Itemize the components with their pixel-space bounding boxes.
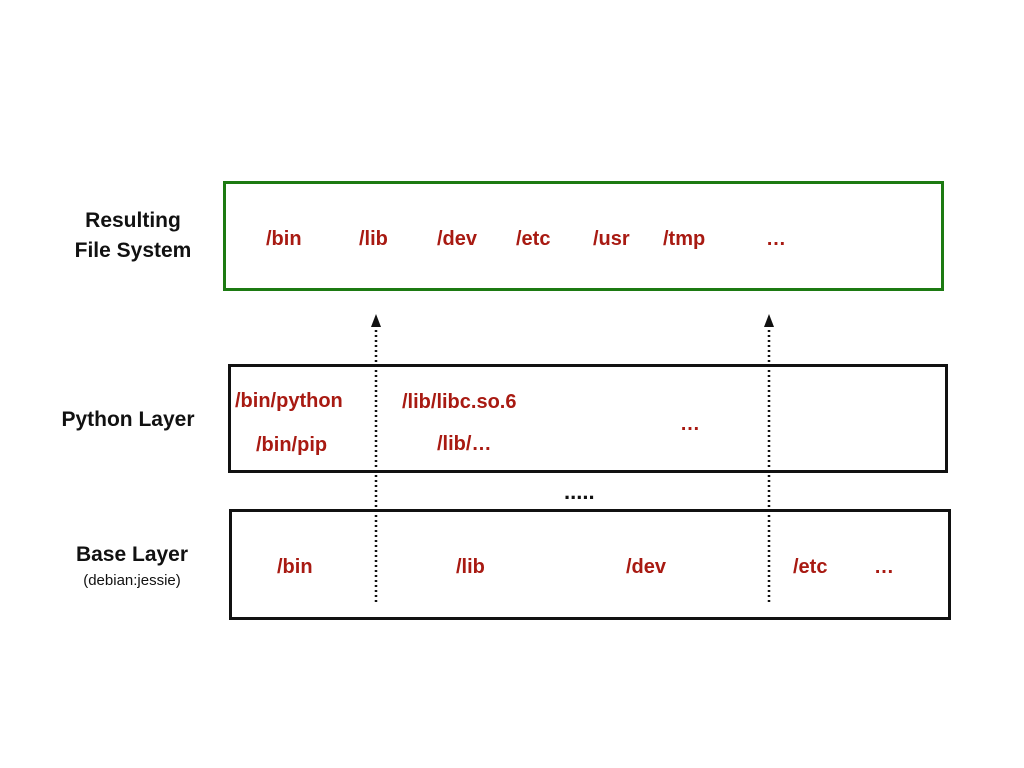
arrow-left-head [371,314,381,327]
python-layer-label: Python Layer [48,405,208,435]
arrow-right-head [764,314,774,327]
python-path-bin-python: /bin/python [235,390,343,412]
resulting-path-ellipsis: … [766,228,786,250]
resulting-path-tmp: /tmp [663,228,706,250]
base-path-lib: /lib [456,556,485,578]
python-path-lib-more: /lib/… [437,433,492,455]
python-layer-box [228,364,948,473]
base-path-bin: /bin [277,556,313,578]
intermediate-layers-dots: ..... [564,479,595,504]
resulting-fs-label-line2: File System [74,239,192,262]
resulting-path-usr: /usr [593,228,630,250]
python-path-libc: /lib/libc.so.6 [402,391,517,413]
resulting-path-lib: /lib [359,228,388,250]
base-path-etc: /etc [793,556,828,578]
base-layer-box [229,509,951,620]
python-layer-label-text: Python Layer [61,408,195,431]
resulting-path-dev: /dev [437,228,478,250]
python-path-bin-pip: /bin/pip [256,434,328,456]
base-path-ellipsis: … [874,556,894,578]
base-path-dev: /dev [626,556,667,578]
base-layer-sublabel: (debian:jessie) [83,572,181,589]
base-layer-label: Base Layer (debian:jessie) [52,540,212,592]
resulting-fs-label-line1: Resulting [85,209,181,232]
resulting-fs-label: Resulting File System [48,206,218,266]
base-layer-label-text: Base Layer [75,543,189,566]
python-path-ellipsis: … [680,413,700,435]
resulting-path-bin: /bin [266,228,302,250]
resulting-path-etc: /etc [516,228,551,250]
resulting-fs-box [223,181,944,291]
